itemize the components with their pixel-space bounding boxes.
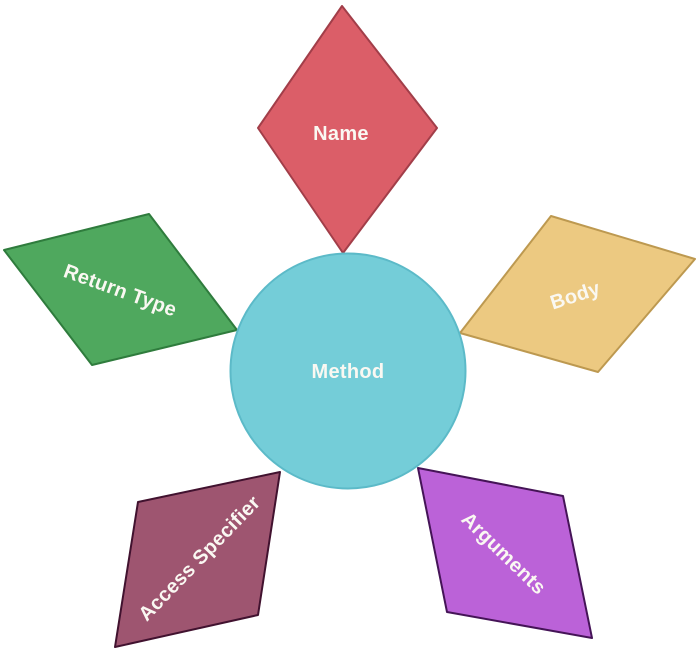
node-access-specifier: Access Specifier — [114, 471, 281, 648]
node-body: Body — [459, 215, 696, 373]
body-diamond — [459, 215, 696, 373]
method-label: Method — [312, 361, 385, 383]
node-return-type: Return Type — [3, 213, 238, 366]
node-name: Name — [257, 5, 438, 254]
arguments-diamond — [417, 467, 593, 639]
node-method: Method — [229, 252, 467, 490]
access-specifier-diamond — [114, 471, 281, 648]
name-label: Name — [313, 123, 369, 145]
node-arguments: Arguments — [417, 467, 593, 639]
return-type-diamond — [3, 213, 238, 366]
method-circle — [229, 252, 467, 490]
